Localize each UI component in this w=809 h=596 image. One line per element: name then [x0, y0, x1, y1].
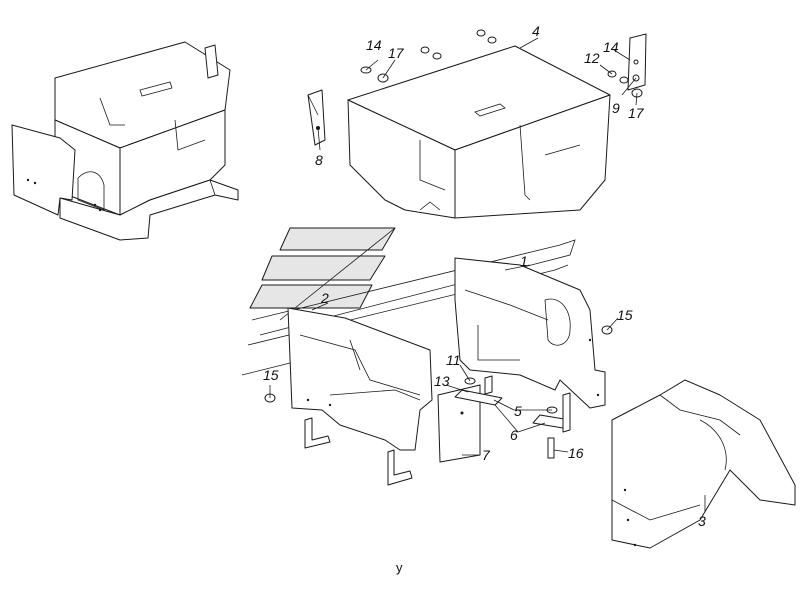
callout-17b: 17	[628, 105, 645, 121]
callout-15a: 15	[617, 307, 633, 323]
callout-15b: 15	[263, 367, 279, 383]
callout-17a: 17	[388, 45, 405, 61]
callout-16: 16	[568, 445, 584, 461]
callout-labels: 1 2 3 4 5 6 7 8 9 11 12 13 14 14 15 15 1…	[263, 23, 706, 529]
callout-6: 6	[510, 427, 518, 443]
part-8-bracket	[307, 89, 326, 146]
callout-5: 5	[514, 403, 522, 419]
callout-8: 8	[315, 152, 323, 168]
assembled-cabin-view	[11, 41, 239, 241]
callout-4: 4	[532, 23, 540, 39]
callout-13: 13	[434, 373, 450, 389]
part-1-panel	[454, 257, 606, 409]
part-4-cover	[347, 45, 611, 219]
part-9-bracket	[627, 33, 647, 91]
callout-14b: 14	[603, 39, 619, 55]
callout-2: 2	[320, 290, 329, 306]
callout-9: 9	[612, 100, 620, 116]
callout-1: 1	[520, 253, 528, 269]
insulation-panels	[241, 227, 576, 376]
callout-11: 11	[446, 352, 461, 368]
callout-14a: 14	[366, 37, 382, 53]
callout-12: 12	[584, 50, 600, 66]
part-3-panel	[611, 379, 796, 549]
leader-lines	[269, 37, 706, 512]
lower-brackets	[264, 325, 613, 486]
view-caption: у	[396, 560, 403, 575]
part-2-panel	[287, 307, 433, 451]
callout-7: 7	[482, 447, 491, 463]
callout-3: 3	[698, 513, 706, 529]
